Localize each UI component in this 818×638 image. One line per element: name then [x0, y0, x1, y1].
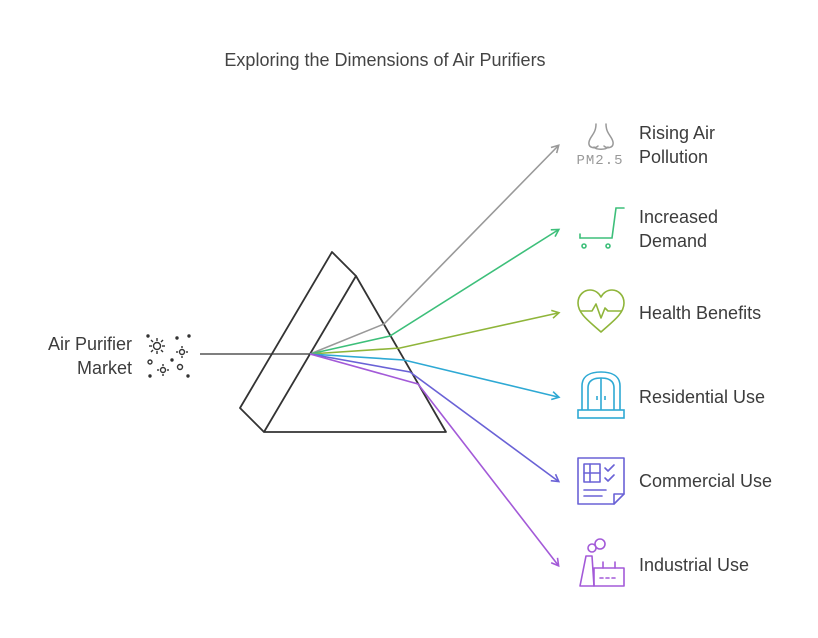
label-health-benefits: Health Benefits	[639, 301, 761, 325]
nose-pm25-icon: PM2.5	[576, 123, 623, 169]
label-line1: Health Benefits	[639, 303, 762, 323]
document-checklist-icon	[577, 457, 625, 505]
label-industrial-use: Industrial Use	[639, 553, 749, 577]
output-rays	[309, 144, 561, 568]
window-house-icon	[577, 371, 625, 419]
source-label: Air Purifier Market	[20, 332, 132, 380]
ray-industrial-use	[309, 353, 560, 568]
label-line2: Demand	[639, 231, 708, 251]
diagram-title: Exploring the Dimensions of Air Purifier…	[224, 50, 546, 70]
ray-increased-demand	[309, 228, 561, 355]
label-increased-demand: Increased Demand	[639, 205, 718, 253]
label-rising-air-pollution: Rising Air Pollution	[639, 121, 715, 169]
ray-health-benefits	[309, 309, 561, 355]
pm25-icon-text: PM2.5	[576, 153, 623, 169]
ray-rising-air-pollution	[309, 144, 560, 355]
label-line1: Rising Air	[639, 123, 716, 143]
source-label-line1: Air Purifier	[47, 334, 132, 354]
particles-icon	[146, 334, 191, 378]
label-line1: Residential Use	[639, 387, 766, 407]
label-line1: Increased	[639, 207, 719, 227]
prism	[239, 251, 447, 433]
label-line1: Commercial Use	[639, 471, 773, 491]
ray-commercial-use	[309, 353, 561, 483]
ray-residential-use	[309, 353, 561, 401]
factory-icon	[579, 538, 625, 587]
label-residential-use: Residential Use	[639, 385, 765, 409]
label-commercial-use: Commercial Use	[639, 469, 772, 493]
source-label-line2: Market	[76, 358, 132, 378]
label-line2: Pollution	[639, 147, 709, 167]
label-line1: Industrial Use	[639, 555, 750, 575]
heart-pulse-icon	[577, 289, 625, 333]
shopping-cart-icon	[579, 207, 625, 249]
